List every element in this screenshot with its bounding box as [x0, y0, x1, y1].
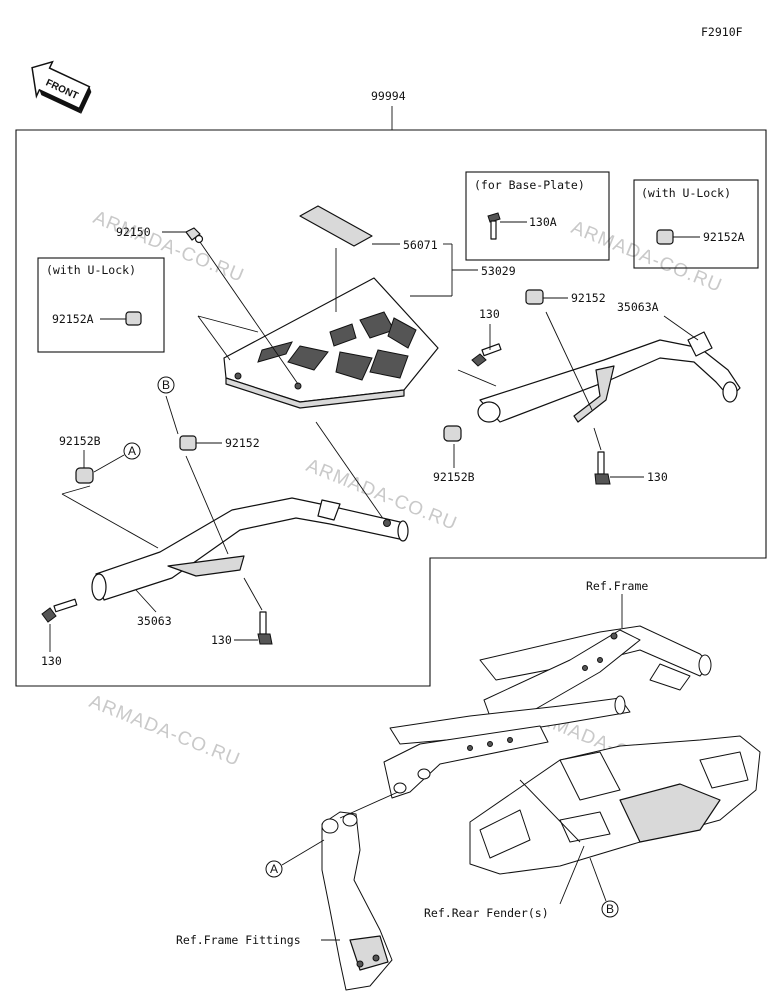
- ref-frame-label: Ref.Frame: [586, 579, 648, 593]
- part-label-130-left: 130: [41, 654, 62, 668]
- collar-92152a-left-drawing: [125, 311, 142, 326]
- bolt-130-bottom-drawing: [257, 611, 273, 645]
- callout-a-upper-label: A: [128, 444, 136, 458]
- callout-a-upper: [123, 442, 141, 460]
- inset-with-u-lock-left: [37, 257, 165, 353]
- part-label-92152-right: 92152: [571, 291, 606, 305]
- bolt-130a-drawing: [487, 212, 501, 240]
- watermark-4: ARMADA-CO.RU: [86, 691, 243, 771]
- bolt-130-upper-drawing: [471, 343, 502, 367]
- watermark-group: ARMADA-CO.RU ARMADA-CO.RU ARMADA-CO.RU A…: [86, 207, 725, 783]
- inset-for-base-plate: [465, 171, 610, 261]
- collar-92152b-left-drawing: [75, 467, 94, 484]
- callout-a-lower-label: A: [270, 862, 278, 876]
- part-label-92152b-left: 92152B: [59, 434, 101, 448]
- callout-b-lower-label: B: [606, 902, 614, 916]
- part-label-92152a-right: 92152A: [703, 230, 745, 244]
- part-label-53029: 53029: [481, 264, 516, 278]
- callout-a-lower: [265, 860, 283, 878]
- collar-92152b-right-drawing: [443, 425, 462, 442]
- assembly-boundary: [15, 129, 767, 687]
- part-label-130-right: 130: [647, 470, 668, 484]
- reference-frame-drawing: [383, 625, 712, 799]
- collar-92152a-right-drawing: [656, 229, 674, 245]
- front-arrow-icon: FRONT: [31, 60, 92, 114]
- part-label-130-upper: 130: [479, 307, 500, 321]
- part-label-130a: 130A: [529, 215, 557, 229]
- collar-92152-left-drawing: [179, 435, 197, 451]
- grab-rail-35063a-drawing: [477, 331, 741, 423]
- part-label-35063: 35063: [137, 614, 172, 628]
- inset-with-u-lock-right: [633, 179, 759, 269]
- inset-with-u-lock-left-title: (with U-Lock): [46, 263, 136, 277]
- inset-for-base-plate-title: (for Base-Plate): [474, 178, 585, 192]
- figure-code: F2910F: [701, 25, 743, 39]
- part-label-92150: 92150: [116, 225, 151, 239]
- callout-b-lower: [601, 900, 619, 918]
- part-label-35063a: 35063A: [617, 300, 659, 314]
- base-plate-53029-drawing: [223, 277, 439, 409]
- bolt-130-left-drawing: [41, 598, 78, 623]
- ref-rear-fender-label: Ref.Rear Fender(s): [424, 906, 549, 920]
- ref-frame-fittings-label: Ref.Frame Fittings: [176, 933, 301, 947]
- rear-fender-drawing: [469, 735, 761, 875]
- callout-b-upper: [157, 376, 175, 394]
- callout-b-upper-label: B: [162, 378, 170, 392]
- collar-92152-right-drawing: [525, 289, 544, 305]
- grab-rail-35063-drawing: [91, 497, 409, 601]
- part-label-92152b-right: 92152B: [433, 470, 475, 484]
- part-label-92152a-left: 92152A: [52, 312, 94, 326]
- part-label-92152-left: 92152: [225, 436, 260, 450]
- assembly-number: 99994: [371, 89, 406, 103]
- bolt-130-right-drawing: [594, 451, 611, 485]
- inset-with-u-lock-right-title: (with U-Lock): [641, 186, 731, 200]
- pad-56071-drawing: [299, 205, 373, 247]
- nut-92150-drawing: [185, 227, 204, 244]
- watermark-2: ARMADA-CO.RU: [568, 217, 725, 297]
- frame-fittings-drawing: [321, 811, 393, 991]
- part-label-56071: 56071: [403, 238, 438, 252]
- part-label-130-bottom: 130: [211, 633, 232, 647]
